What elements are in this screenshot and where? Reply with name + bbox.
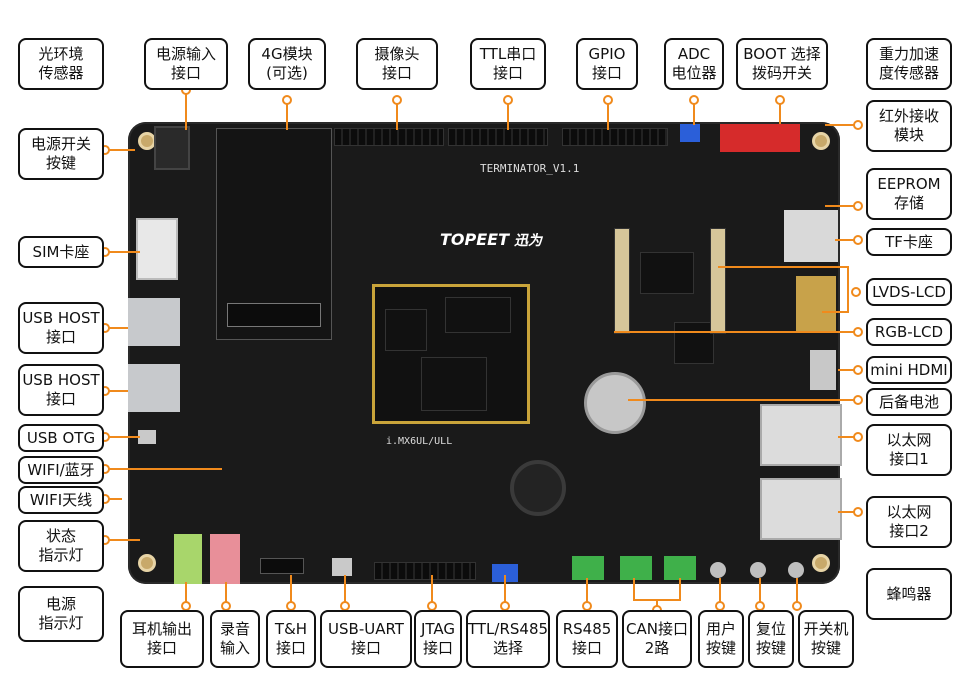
can-terminal-1 xyxy=(620,556,652,580)
ethernet-port-2 xyxy=(760,478,842,540)
callout-eeprom: EEPROM 存储 xyxy=(866,168,952,220)
callout-jtag: JTAG 接口 xyxy=(414,610,462,668)
callout-onoff: 开关机 按键 xyxy=(798,610,854,668)
callout-mini-hdmi: mini HDMI xyxy=(866,356,952,384)
usb-host-port-2 xyxy=(128,364,180,412)
callout-rs485: RS485 接口 xyxy=(556,610,618,668)
callout-camera: 摄像头 接口 xyxy=(356,38,438,90)
callout-usb-host-1: USB HOST 接口 xyxy=(18,302,104,354)
mount-hole xyxy=(138,554,156,572)
gpio-header xyxy=(562,128,668,146)
callout-4g-module: 4G模块 (可选) xyxy=(248,38,326,90)
callout-lvds: LVDS-LCD xyxy=(866,278,952,306)
chip xyxy=(640,252,694,294)
callout-adc: ADC 电位器 xyxy=(664,38,724,90)
reset-key xyxy=(750,562,766,578)
callout-boot-switch: BOOT 选择 拨码开关 xyxy=(736,38,828,90)
callout-backup-battery: 后备电池 xyxy=(866,388,952,416)
callout-ttl-serial: TTL串口 接口 xyxy=(470,38,546,90)
callout-ethernet-2: 以太网 接口2 xyxy=(866,496,952,548)
cpu-label-text: i.MX6UL/ULL xyxy=(386,436,453,447)
headphone-jack xyxy=(174,534,202,584)
brand-logo-text: TOPEET xyxy=(440,230,510,249)
usb-otg-port xyxy=(138,430,156,444)
ethernet-port-1 xyxy=(760,404,842,466)
callout-tf: TF卡座 xyxy=(866,228,952,256)
usb-host-port-1 xyxy=(128,298,180,346)
callout-power-input: 电源输入 接口 xyxy=(144,38,228,90)
callout-wifi-bt: WIFI/蓝牙 xyxy=(18,456,104,484)
chip xyxy=(674,322,714,364)
ttl-rs485-jumper xyxy=(492,564,518,582)
callout-mic: 录音 输入 xyxy=(210,610,260,668)
tf-card-slot xyxy=(784,210,838,262)
mini-hdmi-port xyxy=(810,350,836,390)
board-model-text: TERMINATOR_V1.1 xyxy=(480,162,580,175)
jtag-header xyxy=(374,562,476,580)
callout-buzzer: 蜂鸣器 xyxy=(866,568,952,620)
rgb-lcd-fpc xyxy=(614,228,630,334)
backup-battery xyxy=(584,372,646,434)
callout-th: T&H 接口 xyxy=(266,610,316,668)
uart-header xyxy=(448,128,548,146)
callout-ethernet-1: 以太网 接口1 xyxy=(866,424,952,476)
module-4g-slot xyxy=(216,128,332,340)
brand-logo-cn: 迅为 xyxy=(514,233,542,249)
th-header xyxy=(260,558,304,574)
callout-headphone: 耳机输出 接口 xyxy=(120,610,204,668)
callout-usb-host-2: USB HOST 接口 xyxy=(18,364,104,416)
mic-jack xyxy=(210,534,240,584)
callout-power-switch: 电源开关 按键 xyxy=(18,128,104,180)
callout-wifi-antenna: WIFI天线 xyxy=(18,486,104,514)
callout-ir-receiver: 红外接收 模块 xyxy=(866,100,952,152)
usb-uart-port xyxy=(332,558,352,576)
cpu-core-board xyxy=(372,284,530,424)
boot-dip-switch xyxy=(720,124,800,152)
callout-light-sensor: 光环境 传感器 xyxy=(18,38,104,90)
callout-usb-uart: USB-UART 接口 xyxy=(320,610,412,668)
callout-gpio: GPIO 接口 xyxy=(576,38,638,90)
onoff-key xyxy=(788,562,804,578)
callout-ttl-rs485: TTL/RS485 选择 xyxy=(466,610,550,668)
callout-user-key: 用户 按键 xyxy=(698,610,744,668)
callout-power-led: 电源 指示灯 xyxy=(18,586,104,642)
callout-gravity-sensor: 重力加速 度传感器 xyxy=(866,38,952,90)
mount-hole xyxy=(812,132,830,150)
power-input-jack xyxy=(154,126,190,170)
can-terminal-2 xyxy=(664,556,696,580)
rs485-terminal xyxy=(572,556,604,580)
callout-reset: 复位 按键 xyxy=(748,610,794,668)
sim-card-slot xyxy=(136,218,178,280)
callout-status-led: 状态 指示灯 xyxy=(18,520,104,572)
adc-pot xyxy=(680,124,700,142)
dev-board: TERMINATOR_V1.1 TOPEET 迅为 i.MX6UL/ULL xyxy=(128,122,842,584)
lvds-fpc xyxy=(710,228,726,334)
mount-hole xyxy=(812,554,830,572)
lvds-connector xyxy=(796,276,836,332)
user-key xyxy=(710,562,726,578)
buzzer xyxy=(510,460,566,516)
camera-header xyxy=(334,128,444,146)
callout-sim: SIM卡座 xyxy=(18,236,104,268)
callout-usb-otg: USB OTG xyxy=(18,424,104,452)
callout-rgb-lcd: RGB-LCD xyxy=(866,318,952,346)
callout-can: CAN接口 2路 xyxy=(622,610,692,668)
